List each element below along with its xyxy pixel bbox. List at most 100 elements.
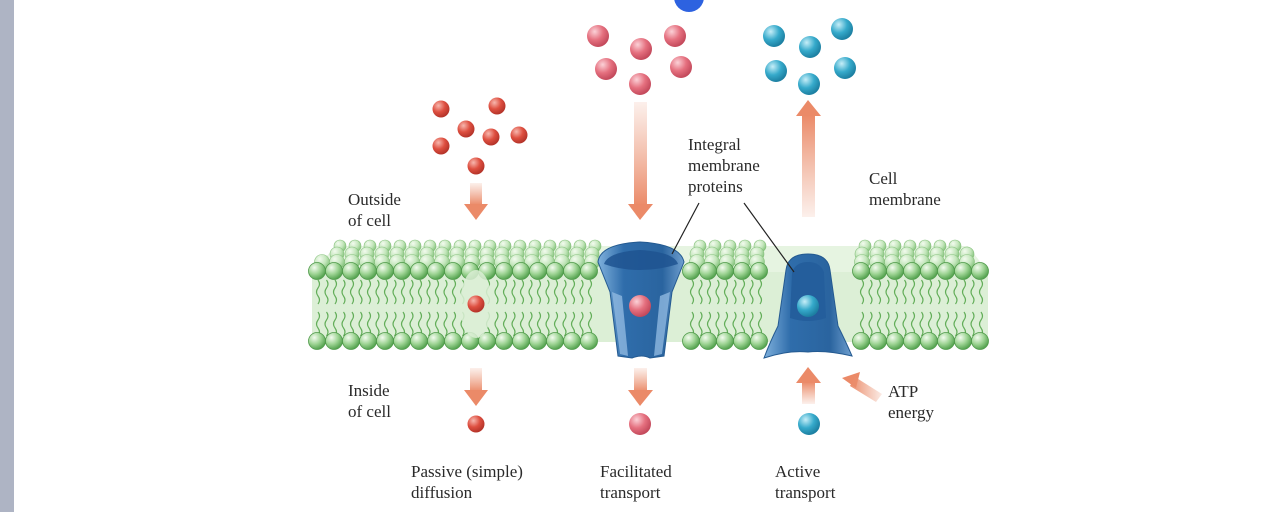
lipid-tail [893,311,899,337]
lipid-head-bottom [444,332,462,350]
lipid-tail [324,279,329,305]
active-transport-label: Active transport [775,461,835,503]
lipid-head-top [580,262,598,280]
lipid-tail [451,311,457,337]
leader-line-channel [671,202,700,255]
lipid-tail [919,311,924,337]
lipid-tail [358,311,363,337]
lipid-tail [749,311,754,337]
lipid-head-bottom [869,332,887,350]
lipid-tail [400,279,406,305]
active-molecule [831,18,853,40]
facilitated-molecule-in-channel [629,295,651,317]
membrane-front-heads [308,262,989,280]
passive-arrow-bottom [464,368,488,406]
lipid-head-top [495,262,513,280]
lipid-tail [383,311,389,337]
lipid-tail [893,279,899,305]
lipid-tail [978,311,984,337]
lipid-head-top [308,262,326,280]
lipid-tail [349,279,355,305]
lipid-tail [375,279,380,305]
lipid-tail [868,279,873,305]
lipid-tail [366,279,372,305]
lipid-tail [740,279,746,305]
lipid-tail [426,279,431,305]
lipid-tail [375,311,380,337]
channel-protein-opening [604,250,678,270]
cell-membrane-line-1: Cell [869,169,898,188]
active-arrow-bottom [796,367,821,404]
lipid-head-top [869,262,887,280]
lipid-head-bottom [716,332,734,350]
lipid-tail [859,279,865,305]
lipid-tail [553,311,559,337]
lipid-tail [689,311,695,337]
lipid-tail [698,279,703,305]
passive-molecule [467,415,485,433]
active-molecule-in-carrier [797,295,819,317]
lipid-head-top [886,262,904,280]
lipid-tail [706,311,712,337]
lipid-head-bottom [580,332,598,350]
facilitated-line-1: Facilitated [600,462,672,481]
lipid-head-bottom [750,332,768,350]
facilitated-molecule [670,56,692,78]
facilitated-arrow-bottom [628,368,653,406]
lipid-tail [383,279,389,305]
active-molecule [765,60,787,82]
lipid-tail [443,279,448,305]
lipid-tail [910,279,916,305]
lipid-tail [689,279,695,305]
lipid-tail [434,311,440,337]
lipid-tail [536,279,542,305]
passive-line-2: diffusion [411,483,473,502]
lipid-tail [553,279,559,305]
lipid-tail [715,279,720,305]
passive-molecule-in-membrane [467,295,485,313]
lipid-head-bottom [529,332,547,350]
lipid-tail [961,279,967,305]
active-molecule [798,413,820,435]
lipid-tail [944,311,950,337]
lipid-tail [494,311,499,337]
integral-line-2: membrane [688,156,760,175]
lipid-head-top [359,262,377,280]
lipid-head-top [444,262,462,280]
integral-line-1: Integral [688,135,741,154]
lipid-tail [961,311,967,337]
lipid-tail [392,279,397,305]
lipid-head-bottom [410,332,428,350]
lipid-tail [970,279,975,305]
lipid-head-top [716,262,734,280]
lipid-head-top [325,262,343,280]
active-molecule [799,36,821,58]
lipid-head-top [682,262,700,280]
lipid-head-top [852,262,870,280]
lipid-tail [919,279,924,305]
facilitated-channel-protein [597,241,685,359]
scroll-indicator-dot [674,0,704,12]
lipid-tail [732,279,737,305]
lipid-head-top [427,262,445,280]
lipid-tail [332,311,338,337]
outside-line-2: of cell [348,211,391,230]
facilitated-molecule [629,413,651,435]
lipid-tail [740,311,746,337]
active-molecule [834,57,856,79]
passive-diffusion-label: Passive (simple) diffusion [411,461,523,503]
passive-molecule [488,97,506,115]
integral-line-3: proteins [688,177,743,196]
lipid-head-top [903,262,921,280]
lipid-tail [545,311,550,337]
lipid-tail [587,279,593,305]
lipid-tail [715,311,720,337]
facilitated-molecule [630,38,652,60]
facilitated-molecule [587,25,609,47]
cell-membrane-label: Cell membrane [869,168,941,210]
lipid-tail [494,279,499,305]
lipid-tail [528,279,533,305]
atp-energy-label: ATP energy [888,381,934,423]
lipid-tail [417,311,423,337]
lipid-tail [876,311,882,337]
